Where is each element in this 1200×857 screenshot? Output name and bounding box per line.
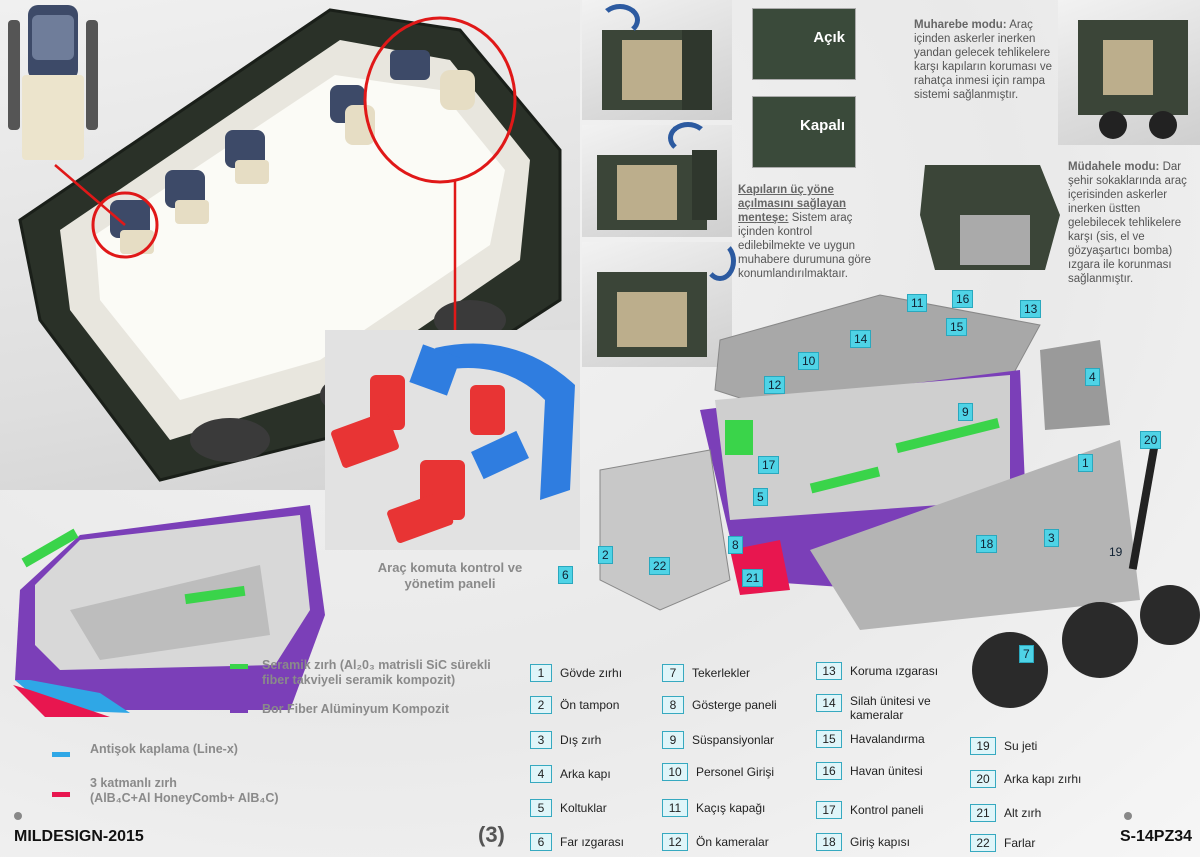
diagram-tag: 14 <box>850 330 872 348</box>
diagram-tag: 16 <box>952 290 974 308</box>
door-open-sample: Açık <box>752 8 856 80</box>
diagram-tag: 2 <box>598 546 613 564</box>
decorative-dot <box>14 812 22 820</box>
rotate-arrow-icon <box>600 4 640 36</box>
diagram-tag: 18 <box>976 535 998 553</box>
diagram-tag: 10 <box>798 352 820 370</box>
diagram-tag: 1 <box>1078 454 1093 472</box>
rotate-arrow-icon <box>704 241 736 281</box>
diagram-tag: 8 <box>728 536 743 554</box>
diagram-tag: 13 <box>1020 300 1042 318</box>
ceramic-armor-swatch <box>230 664 248 669</box>
intervention-mode-render <box>920 155 1065 275</box>
diagram-tag: 3 <box>1044 529 1059 547</box>
decorative-dot <box>1124 812 1132 820</box>
door-closed-label: Kapalı <box>799 117 845 134</box>
three-layer-armor-label: 3 katmanlı zırh(AlB₄C+Al HoneyComb+ AlB₄… <box>90 776 279 805</box>
diagram-tag: 19 <box>1109 545 1123 559</box>
diagram-tag: 21 <box>742 569 764 587</box>
diagram-tag: 17 <box>758 456 780 474</box>
footer-project-title: MILDESIGN-2015 <box>14 828 144 845</box>
diagram-tag: 22 <box>649 557 671 575</box>
boron-fiber-label: Bor Fiber Alüminyum Kompozit <box>262 702 450 716</box>
footer-page-number: (3) <box>478 822 505 847</box>
combat-mode-render <box>1058 0 1200 145</box>
diagram-tag: 5 <box>753 488 768 506</box>
door-render-3 <box>582 242 732 367</box>
ceramic-armor-label: Seramik zırh (Al₂0₃ matrisli SiC sürekli… <box>262 658 491 687</box>
armor-cutaway-render <box>10 495 340 720</box>
door-open-label: Açık <box>813 29 845 46</box>
diagram-tag: 6 <box>558 566 573 584</box>
footer-project-code: S-14PZ34 <box>1120 828 1193 845</box>
command-panel-caption: Araç komuta kontrol ve yönetim paneli <box>377 560 523 591</box>
door-render-2 <box>582 125 732 237</box>
diagram-tag: 20 <box>1140 431 1162 449</box>
diagram-tag: 15 <box>946 318 968 336</box>
diagram-tag: 11 <box>907 294 928 312</box>
diagram-tag: 12 <box>764 376 786 394</box>
antishock-label: Antişok kaplama (Line-x) <box>90 742 238 756</box>
command-panel-render <box>325 330 580 550</box>
diagram-tag: 7 <box>1019 645 1034 663</box>
seat-closeup <box>0 0 120 170</box>
diagram-tag: 4 <box>1085 368 1100 386</box>
door-closed-sample: Kapalı <box>752 96 856 168</box>
diagram-tag: 9 <box>958 403 973 421</box>
antishock-swatch <box>52 752 70 757</box>
boron-fiber-swatch <box>230 708 248 713</box>
hinge-description: Kapıların üç yöne açılmasını sağlayan me… <box>738 184 871 280</box>
exploded-view-render <box>540 280 1200 740</box>
intervention-mode-description: Müdahele modu: Dar şehir sokaklarında ar… <box>1068 161 1187 285</box>
three-layer-armor-swatch <box>52 792 70 797</box>
rotate-arrow-icon <box>668 122 708 154</box>
combat-mode-description: Muharebe modu: Araç içinden askerler ine… <box>914 19 1053 101</box>
